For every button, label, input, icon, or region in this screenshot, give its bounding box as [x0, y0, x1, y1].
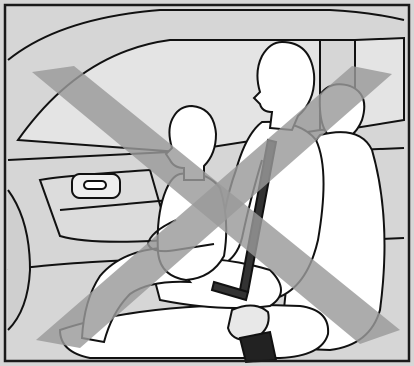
door-handle-grip — [84, 181, 106, 189]
buckle-base — [240, 332, 276, 362]
